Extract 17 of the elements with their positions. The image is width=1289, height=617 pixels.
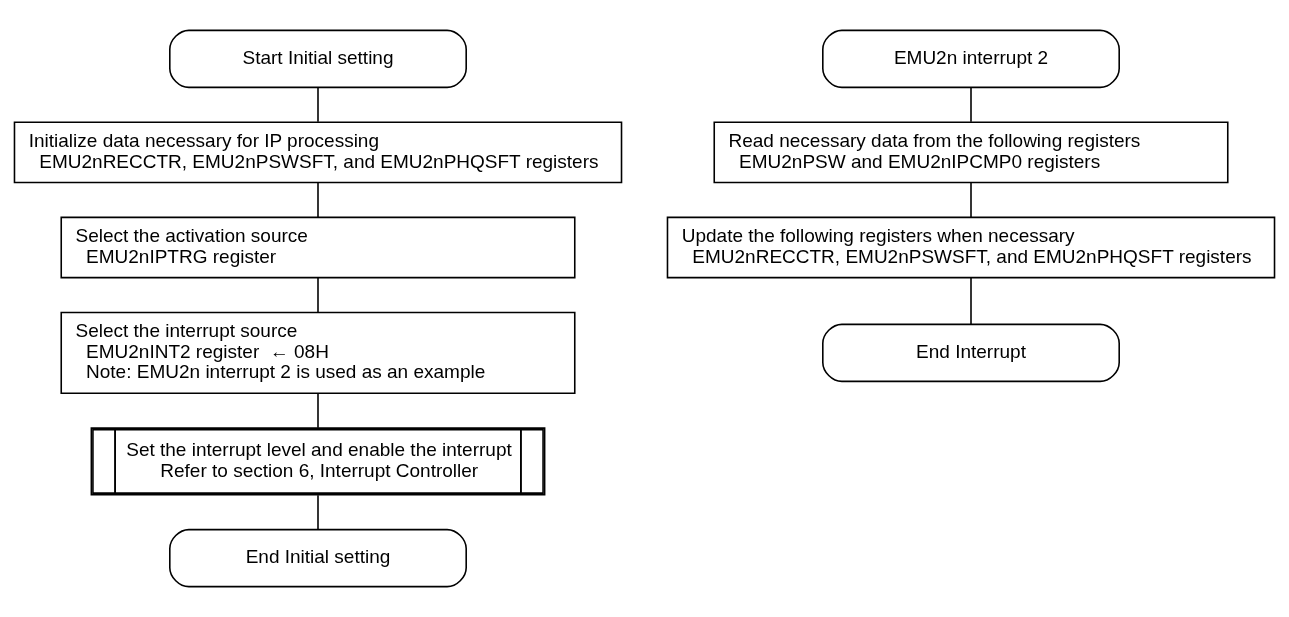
connector: [317, 181, 319, 218]
connector: [317, 494, 319, 531]
node-box: EMU2n interrupt 2: [822, 29, 1120, 89]
node-box: End Initial setting: [169, 528, 467, 588]
node-box: Select the interrupt source EMU2nINT2 register ← 08H Note: EMU2n interrupt 2 is used as an example: [60, 311, 576, 395]
connector: [317, 392, 319, 429]
connector: [317, 277, 319, 314]
connector: [970, 181, 972, 218]
node-box: Start Initial setting: [169, 29, 467, 89]
node-box: Select the activation source EMU2nIPTRG register: [60, 216, 576, 279]
connector: [970, 277, 972, 325]
node-box: End Interrupt: [822, 323, 1120, 383]
connector: [317, 86, 319, 123]
node-box: Initialize data necessary for IP processing EMU2nRECCTR, EMU2nPSWSFT, and EMU2nPHQSFT registers: [13, 121, 623, 184]
node-box: Read necessary data from the following registers EMU2nPSW and EMU2nIPCMP0 registers: [713, 121, 1229, 184]
connector: [970, 86, 972, 123]
node-box: Update the following registers when necessary EMU2nRECCTR, EMU2nPSWSFT, and EMU2nPHQSFT registers: [666, 216, 1276, 279]
